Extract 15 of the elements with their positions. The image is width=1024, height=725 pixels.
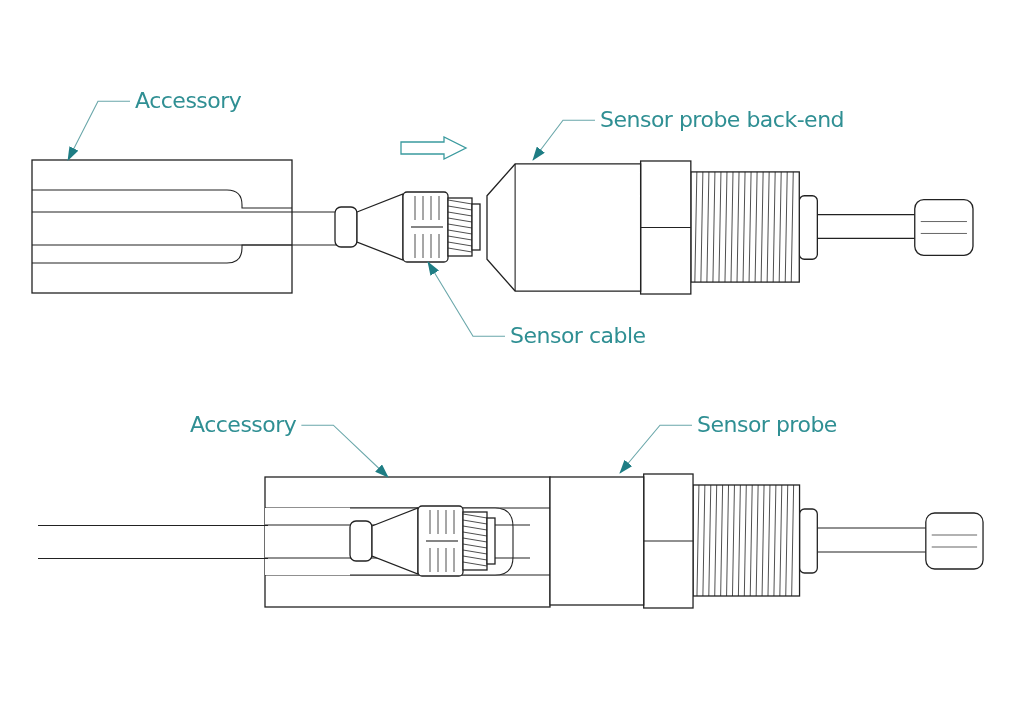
probe-drawing [550, 473, 985, 609]
callout-label: Sensor probe [697, 412, 837, 439]
callout-label: Accessory [135, 88, 242, 115]
leader-line [427, 261, 506, 337]
holder-drawing [265, 477, 550, 607]
probe-drawing [487, 160, 975, 295]
callout-label: Accessory [190, 412, 297, 439]
leader-line [67, 100, 131, 161]
leader-line [532, 119, 596, 161]
leader-line [300, 424, 389, 478]
holder-drawing [32, 160, 292, 293]
leader-line [619, 424, 693, 474]
cable-connector-drawing [32, 192, 480, 262]
callout-label: Sensor probe back-end [600, 107, 845, 134]
callout-label: Sensor cable [510, 323, 646, 350]
